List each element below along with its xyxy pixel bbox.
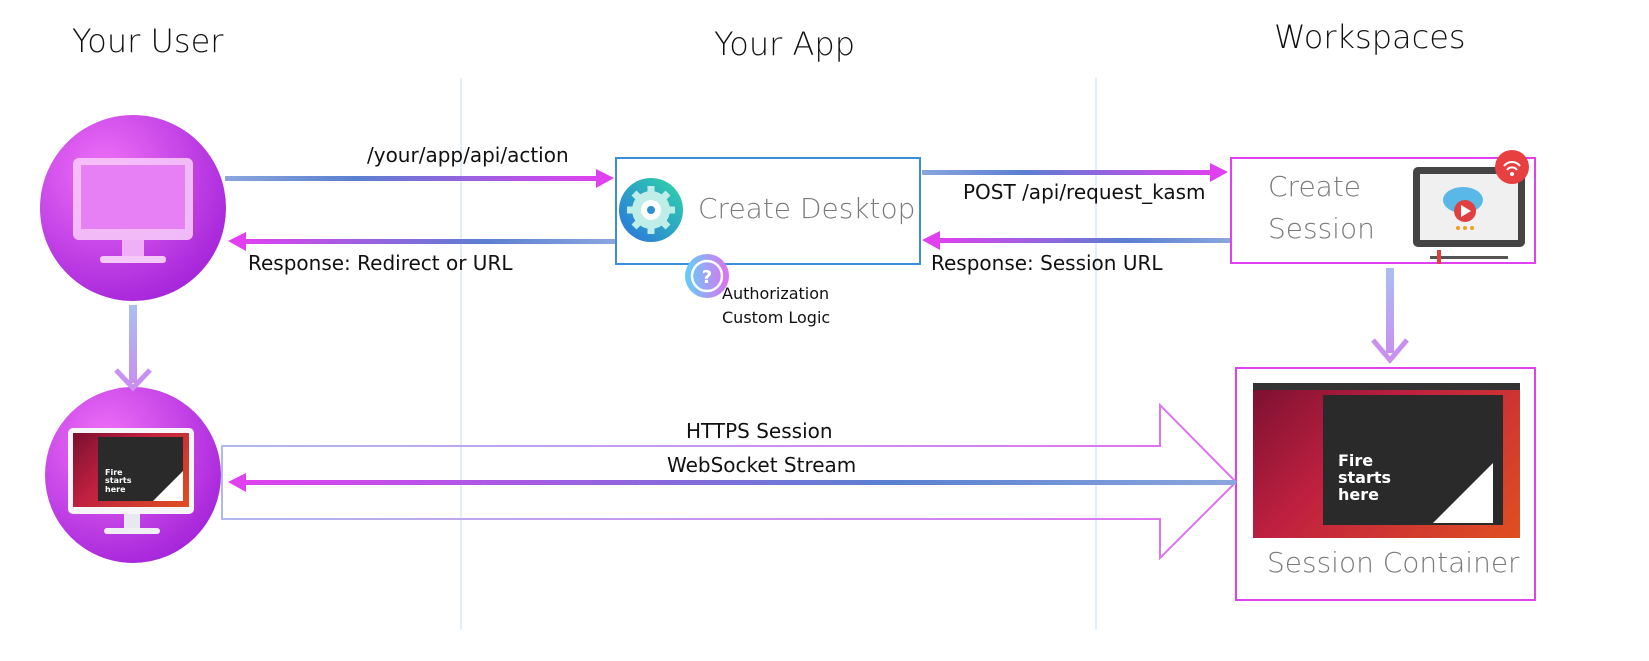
https-session-arrow xyxy=(221,402,1238,561)
label-https-session: HTTPS Session xyxy=(686,419,833,443)
user-session-screenshot: Fire starts here xyxy=(73,433,189,507)
websocket-stream-arrow xyxy=(242,480,1236,485)
label-api-action: /your/app/api/action xyxy=(367,143,569,167)
user-monitor-icon xyxy=(40,115,226,301)
user-screenshot-text: Fire starts here xyxy=(105,468,132,494)
arrow-post-request xyxy=(922,170,1214,175)
cloud-video-monitor-icon xyxy=(1413,150,1529,264)
column-title-user: Your User xyxy=(72,22,224,60)
session-down-arrow-head xyxy=(1371,338,1409,364)
arrow-response-session xyxy=(936,238,1230,243)
user-down-arrow-head xyxy=(114,368,152,392)
column-title-app: Your App xyxy=(714,25,855,63)
column-title-workspaces: Workspaces xyxy=(1274,18,1466,56)
svg-text:?: ? xyxy=(702,267,712,288)
user-down-arrow-shaft xyxy=(129,305,137,383)
create-session-label-line2: Session xyxy=(1268,212,1375,245)
label-response-session: Response: Session URL xyxy=(931,251,1163,275)
note-custom-logic: Custom Logic xyxy=(722,308,831,327)
screenshot-text: Fire starts here xyxy=(1338,451,1392,504)
session-container-label: Session Container xyxy=(1267,546,1520,579)
session-screenshot: Fire starts here xyxy=(1253,383,1520,538)
label-post-request: POST /api/request_kasm xyxy=(963,180,1206,204)
label-websocket-stream: WebSocket Stream xyxy=(667,453,857,477)
label-response-redirect: Response: Redirect or URL xyxy=(248,251,513,275)
note-authorization: Authorization xyxy=(722,284,830,303)
arrow-response-redirect xyxy=(242,239,615,244)
create-session-label-line1: Create xyxy=(1268,170,1362,203)
question-icon: ? xyxy=(685,254,729,298)
session-down-arrow-shaft xyxy=(1386,268,1394,353)
gear-icon xyxy=(619,178,683,242)
arrow-api-action xyxy=(225,176,600,181)
create-desktop-label: Create Desktop xyxy=(698,192,916,225)
